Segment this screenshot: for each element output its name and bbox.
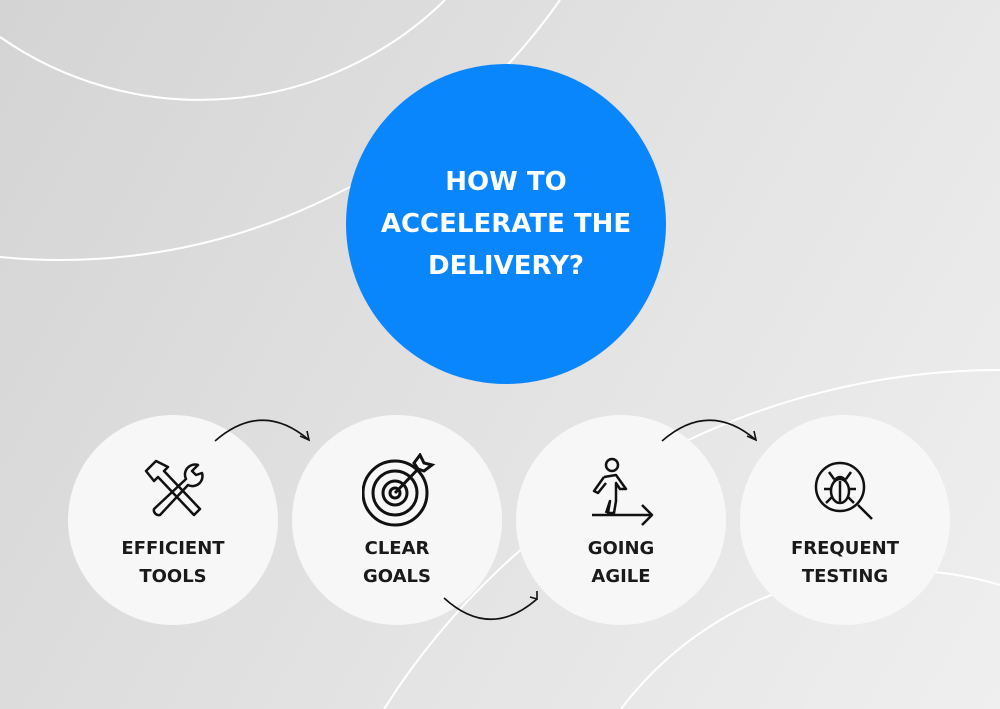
walking-person-icon <box>592 457 654 526</box>
arrow-icon <box>443 591 538 620</box>
label-line: EFFICIENT <box>121 538 225 559</box>
step-efficient-tools: EFFICIENT TOOLS <box>68 415 278 625</box>
label-line: GOING <box>587 538 655 559</box>
step-label: EFFICIENT TOOLS <box>68 535 278 591</box>
label-line: AGILE <box>591 566 651 587</box>
tools-icon <box>144 459 204 517</box>
central-question-circle: HOW TO ACCELERATE THE DELIVERY? <box>346 64 666 384</box>
step-label: CLEAR GOALS <box>292 535 502 591</box>
step-label: GOING AGILE <box>516 535 726 591</box>
central-question-title: HOW TO ACCELERATE THE DELIVERY? <box>380 167 632 281</box>
label-line: CLEAR <box>364 538 430 559</box>
label-line: GOALS <box>363 566 431 587</box>
step-frequent-testing: FREQUENT TESTING <box>740 415 950 625</box>
label-line: TOOLS <box>139 566 207 587</box>
label-line: TESTING <box>801 566 889 587</box>
arrow-icon <box>214 419 311 442</box>
bug-search-icon <box>814 461 873 520</box>
target-icon <box>362 453 436 527</box>
arrow-icon <box>661 419 758 442</box>
step-clear-goals: CLEAR GOALS <box>292 415 502 625</box>
step-going-agile: GOING AGILE <box>516 415 726 625</box>
label-line: FREQUENT <box>790 538 899 559</box>
step-label: FREQUENT TESTING <box>740 535 950 591</box>
decor-arc <box>0 0 446 101</box>
